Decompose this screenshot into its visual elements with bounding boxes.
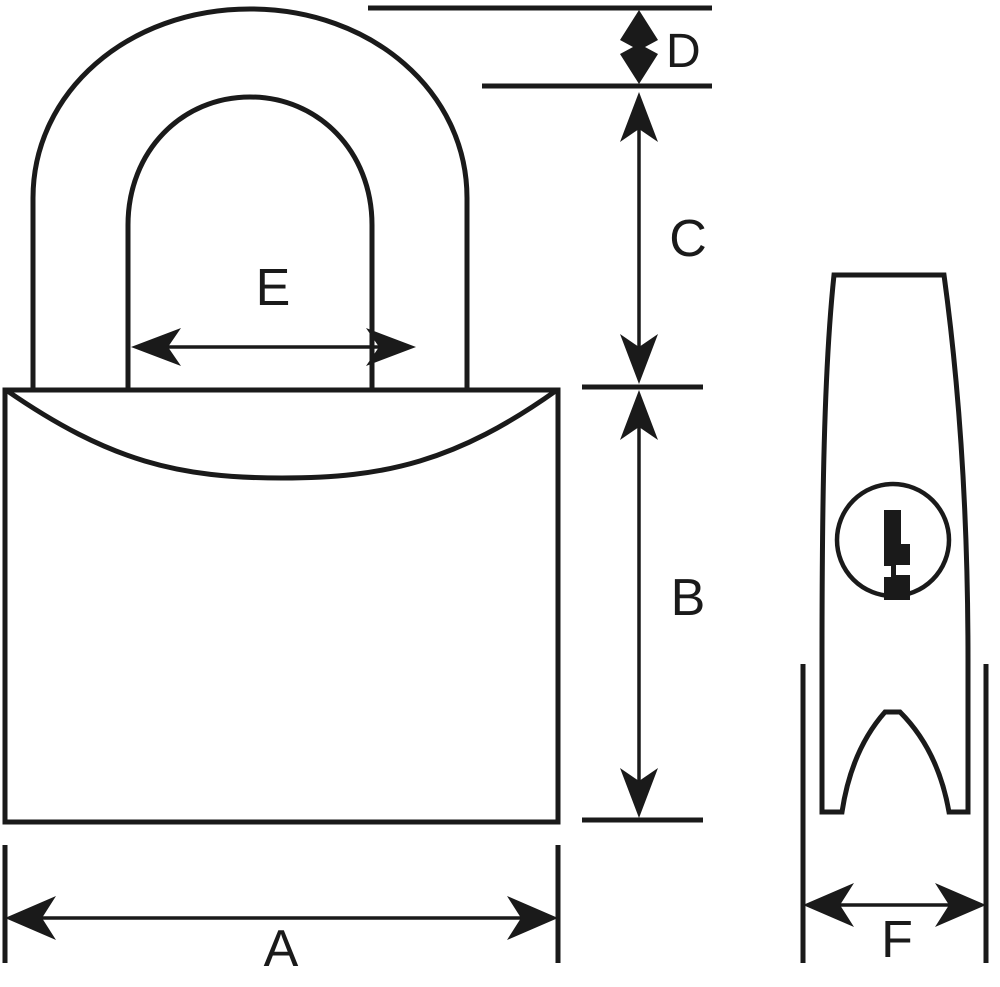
shackle-inner-outline bbox=[125, 94, 375, 388]
dimension-A-arrow-left bbox=[5, 896, 56, 940]
dimension-B-arrow-bottom bbox=[620, 768, 658, 818]
dimension-E: E bbox=[131, 259, 416, 366]
dimension-F-label: F bbox=[881, 911, 913, 969]
dimension-E-arrow-right bbox=[366, 328, 416, 366]
dimension-C: C bbox=[620, 92, 707, 384]
dimension-D: D bbox=[620, 10, 701, 84]
extension-lines-front bbox=[368, 5, 712, 823]
dimension-F: F bbox=[800, 664, 989, 969]
dimension-F-arrow-left bbox=[803, 883, 854, 927]
lock-body-top-curve bbox=[4, 387, 559, 481]
dimension-A-arrow-right bbox=[507, 896, 558, 940]
shackle-outer-outline bbox=[30, 6, 470, 388]
dimension-E-arrow-left bbox=[131, 328, 181, 366]
dimension-D-label: D bbox=[666, 25, 701, 78]
side-view-body-outline bbox=[819, 272, 971, 815]
dimension-A: A bbox=[2, 845, 561, 978]
dimension-B-arrow-top bbox=[620, 390, 658, 440]
dimension-F-arrow-right bbox=[935, 883, 986, 927]
dimension-C-label: C bbox=[669, 210, 707, 268]
dimension-C-arrow-bottom bbox=[620, 334, 658, 384]
keyhole-icon bbox=[884, 510, 910, 600]
dimension-D-arrowheads bbox=[620, 10, 658, 84]
dimension-A-label: A bbox=[264, 920, 299, 978]
lock-body-outline bbox=[2, 387, 561, 825]
dimension-C-arrow-top bbox=[620, 92, 658, 142]
front-view bbox=[2, 6, 561, 825]
dimension-E-label: E bbox=[256, 259, 291, 317]
dimension-B-label: B bbox=[671, 569, 706, 627]
dimension-B: B bbox=[620, 390, 705, 818]
side-view bbox=[819, 272, 971, 815]
